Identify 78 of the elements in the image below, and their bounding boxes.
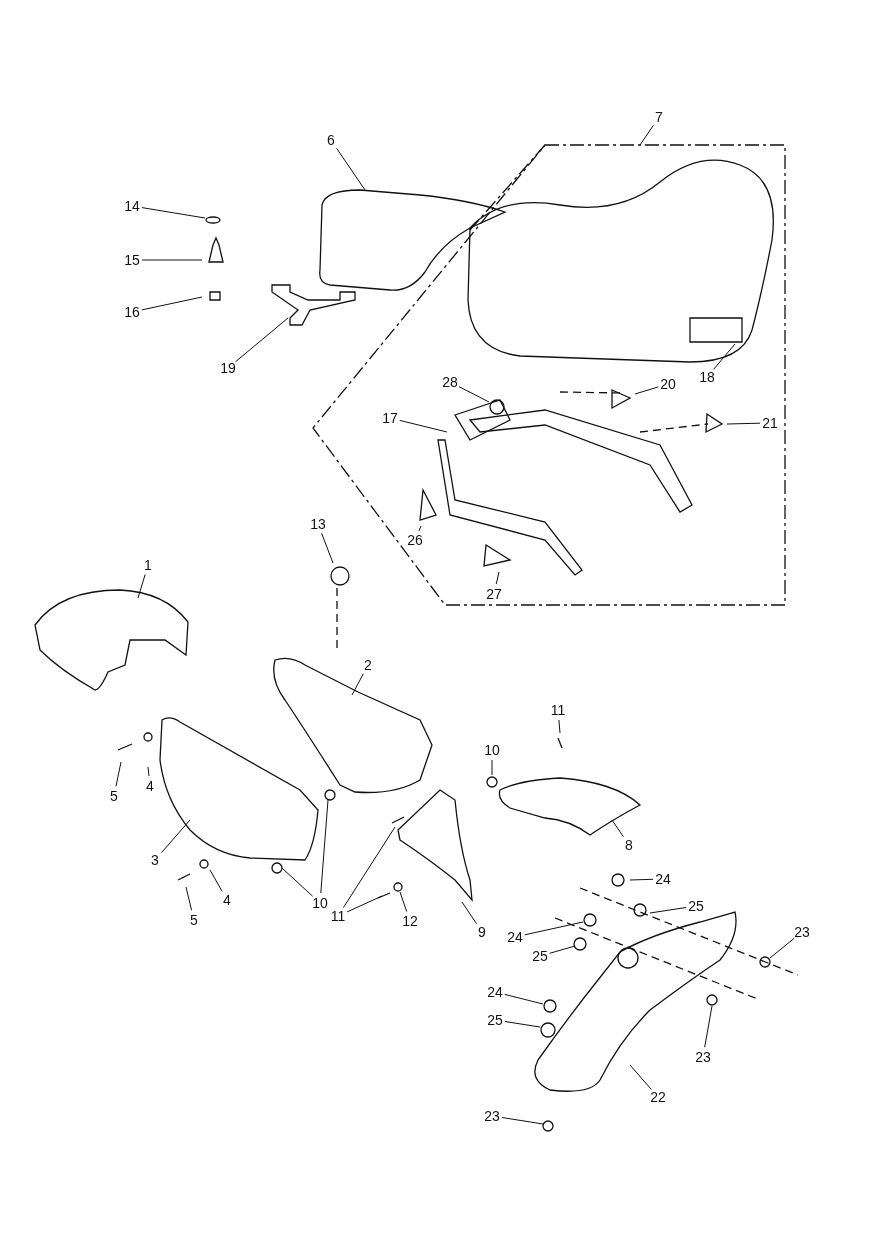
callout-number: 5 [110, 788, 118, 804]
callout-number: 25 [487, 1012, 503, 1028]
leader-line [342, 826, 396, 909]
leader-line [726, 422, 761, 425]
callout-number: 15 [124, 252, 140, 268]
leader-line [141, 207, 206, 219]
leader-line [418, 525, 422, 532]
callout-number: 23 [794, 924, 810, 940]
leader-line [399, 419, 448, 433]
callout-number: 20 [660, 376, 676, 392]
callout-number: 25 [532, 948, 548, 964]
leader-line [141, 296, 203, 311]
callout-number: 23 [484, 1108, 500, 1124]
callout-number: 28 [442, 374, 458, 390]
leader-line [524, 921, 584, 936]
callout-number: 26 [407, 532, 423, 548]
callout-number: 4 [223, 892, 231, 908]
callout-number: 19 [220, 360, 236, 376]
callout-number: 16 [124, 304, 140, 320]
callout-number: 23 [695, 1049, 711, 1065]
callout-number: 3 [151, 852, 159, 868]
leader-line [321, 532, 334, 564]
callout-number: 24 [507, 929, 523, 945]
leader-line [161, 819, 191, 853]
leader-line [769, 937, 795, 959]
leader-line [209, 869, 223, 892]
callout-number: 2 [364, 657, 372, 673]
callout-number: 1 [144, 557, 152, 573]
leader-line [185, 886, 193, 911]
leader-line [351, 673, 364, 696]
callout-number: 10 [484, 742, 500, 758]
leader-line [115, 761, 122, 787]
callout-number: 9 [478, 924, 486, 940]
leader-line [495, 571, 500, 585]
leader-line [649, 907, 687, 914]
leader-line [281, 867, 314, 897]
leader-line [491, 759, 493, 776]
leader-line [504, 1021, 541, 1028]
leader-line [501, 1117, 544, 1125]
callout-number: 14 [124, 198, 140, 214]
leader-line [704, 1005, 713, 1048]
callout-number: 11 [330, 908, 346, 924]
callout-number: 22 [650, 1089, 666, 1105]
callout-number: 12 [402, 913, 418, 929]
leader-line [320, 799, 329, 894]
leader-line [235, 317, 289, 363]
leader-line [611, 819, 624, 838]
callout-number: 24 [655, 871, 671, 887]
leader-line [141, 259, 203, 261]
leader-line [461, 901, 477, 925]
callout-number: 21 [762, 415, 778, 431]
leader-line [558, 719, 561, 734]
callout-number: 5 [190, 912, 198, 928]
callout-number: 8 [625, 837, 633, 853]
leader-line [629, 878, 654, 881]
callout-number: 4 [146, 778, 154, 794]
leader-line [346, 895, 383, 913]
callout-number: 17 [382, 410, 398, 426]
callout-number: 7 [655, 109, 663, 125]
leader-line [399, 891, 408, 912]
callout-number: 24 [487, 984, 503, 1000]
leader-line [137, 574, 146, 599]
leader-line [458, 386, 490, 403]
callout-number: 25 [688, 898, 704, 914]
leader-line [504, 993, 544, 1005]
leader-line [147, 766, 150, 777]
callout-number: 18 [699, 369, 715, 385]
callout-number: 27 [486, 586, 502, 602]
callout-number: 6 [327, 132, 335, 148]
leader-line [629, 1064, 652, 1090]
leader-line [639, 124, 654, 146]
leader-line [336, 147, 366, 191]
leader-line [634, 386, 659, 395]
leader-line [549, 945, 576, 954]
leader-line [713, 343, 736, 370]
callout-number: 13 [310, 516, 326, 532]
callout-number: 11 [550, 702, 566, 718]
callout-number: 10 [312, 895, 328, 911]
